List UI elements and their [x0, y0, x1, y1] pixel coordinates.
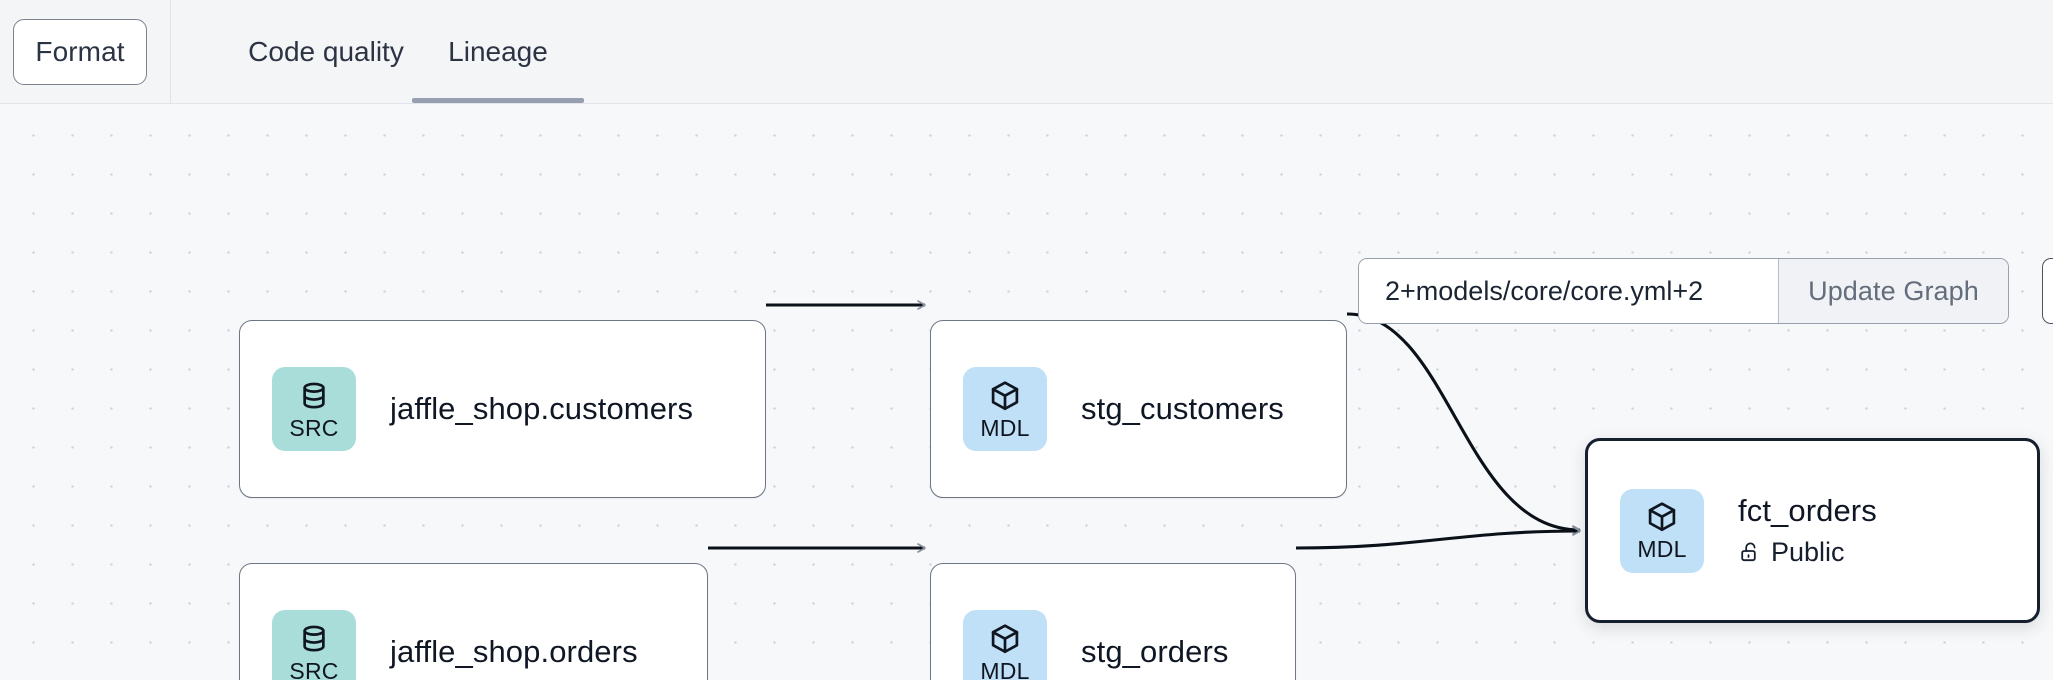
tab-code-quality[interactable]: Code quality: [171, 0, 412, 103]
graph-selector-input[interactable]: [1359, 259, 1778, 323]
format-button[interactable]: Format: [13, 19, 147, 85]
node-badge-src: SRC: [272, 610, 356, 680]
editor-toolbar: Format Code quality Lineage: [0, 0, 2053, 104]
node-badge-src-label: SRC: [289, 657, 339, 680]
toolbar-left-group: Format: [0, 0, 171, 103]
graph-side-control[interactable]: [2042, 258, 2053, 324]
node-badge-mdl: MDL: [963, 610, 1047, 680]
node-badge-mdl: MDL: [963, 367, 1047, 451]
lineage-node-stg-orders[interactable]: MDL stg_orders: [930, 563, 1296, 680]
node-title: stg_customers: [1081, 391, 1284, 427]
lineage-canvas[interactable]: SRC jaffle_shop.customers MDL stg_custo: [0, 104, 2053, 680]
node-title: jaffle_shop.customers: [390, 391, 694, 427]
cube-icon: [988, 379, 1022, 414]
tab-bar: Code quality Lineage: [171, 0, 584, 103]
tab-lineage-label: Lineage: [448, 35, 548, 67]
node-badge-mdl-label: MDL: [1637, 536, 1687, 562]
node-badge-mdl-label: MDL: [980, 657, 1030, 680]
node-access: Public: [1738, 537, 1877, 568]
graph-selector-bar: Update Graph: [1358, 258, 2009, 324]
node-title: stg_orders: [1081, 634, 1229, 670]
node-body: stg_customers: [1081, 391, 1284, 427]
lineage-node-src-orders[interactable]: SRC jaffle_shop.orders: [239, 563, 708, 680]
tab-lineage[interactable]: Lineage: [412, 0, 584, 103]
node-badge-mdl-label: MDL: [980, 414, 1030, 441]
database-icon: [297, 622, 331, 657]
edge-stg-customers-fct-orders: [1346, 312, 1581, 535]
tab-code-quality-label: Code quality: [248, 35, 404, 67]
node-body: fct_orders Public: [1738, 493, 1877, 568]
unlock-icon: [1738, 540, 1762, 564]
cube-icon: [1645, 500, 1679, 535]
database-icon: [297, 379, 331, 414]
lineage-node-fct-orders[interactable]: MDL fct_orders Public: [1585, 438, 2040, 623]
cube-icon: [988, 622, 1022, 657]
node-access-label: Public: [1771, 536, 1845, 567]
update-graph-button[interactable]: Update Graph: [1778, 259, 2008, 323]
node-badge-src-label: SRC: [289, 414, 339, 441]
node-title: fct_orders: [1738, 493, 1877, 529]
lineage-node-src-customers[interactable]: SRC jaffle_shop.customers: [239, 320, 766, 498]
node-body: stg_orders: [1081, 634, 1228, 670]
node-badge-mdl: MDL: [1620, 488, 1704, 573]
node-body: jaffle_shop.customers: [390, 391, 693, 427]
lineage-node-stg-customers[interactable]: MDL stg_customers: [930, 320, 1347, 498]
node-body: jaffle_shop.orders: [390, 634, 638, 670]
edge-stg-orders-fct-orders: [1295, 526, 1581, 550]
node-badge-src: SRC: [272, 367, 356, 451]
node-title: jaffle_shop.orders: [390, 634, 638, 670]
